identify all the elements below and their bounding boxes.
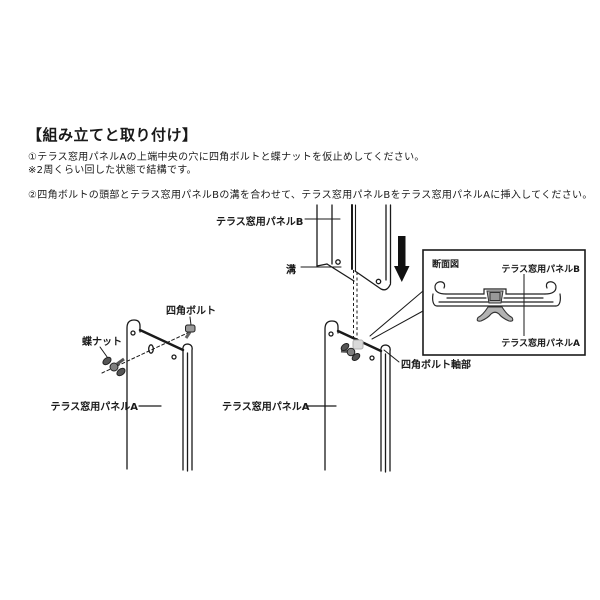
label-section-panel-b: テラス窓用パネルB [501,265,580,275]
label-bolt-shaft: 四角ボルト軸部 [401,360,471,371]
wing-nut-icon [102,356,126,377]
label-panel-a-middle: テラス窓用パネルA [222,402,310,413]
label-wing-nut: 蝶ナット [82,337,122,348]
page-title: 【組み立てと取り付け】 [27,126,198,144]
label-panel-a-left: テラス窓用パネルA [50,402,138,413]
panel-a-assembled-drawing [305,290,424,473]
square-bolt-icon [184,324,196,339]
instruction-step-1: ①テラス窓用パネルAの上端中央の穴に四角ボルトと蝶ナットを仮止めしてください。 [28,152,425,163]
bolt-head-ghost-icon [352,339,364,350]
label-panel-b: テラス窓用パネルB [216,217,304,228]
label-square-bolt: 四角ボルト [166,306,216,317]
alignment-dashed-line [353,270,358,345]
panel-b-drawing [300,204,392,291]
label-section-view-title: 断面図 [432,260,460,270]
section-profile-drawing [432,281,561,307]
instruction-step-2: ②四角ボルトの頭部とテラス窓用パネルBの溝を合わせて、テラス窓用パネルBをテラス… [28,190,593,201]
insert-direction-arrow-icon [394,236,410,282]
section-wing-nut-icon [476,306,514,322]
instruction-note: ※2周くらい回した状態で結構です。 [28,165,197,176]
cross-section-box [422,249,586,356]
label-groove: 溝 [286,265,296,276]
section-bolt-head-icon [486,290,504,304]
wing-nut-installed-icon [340,342,361,362]
label-section-panel-a: テラス窓用パネルA [501,339,580,349]
